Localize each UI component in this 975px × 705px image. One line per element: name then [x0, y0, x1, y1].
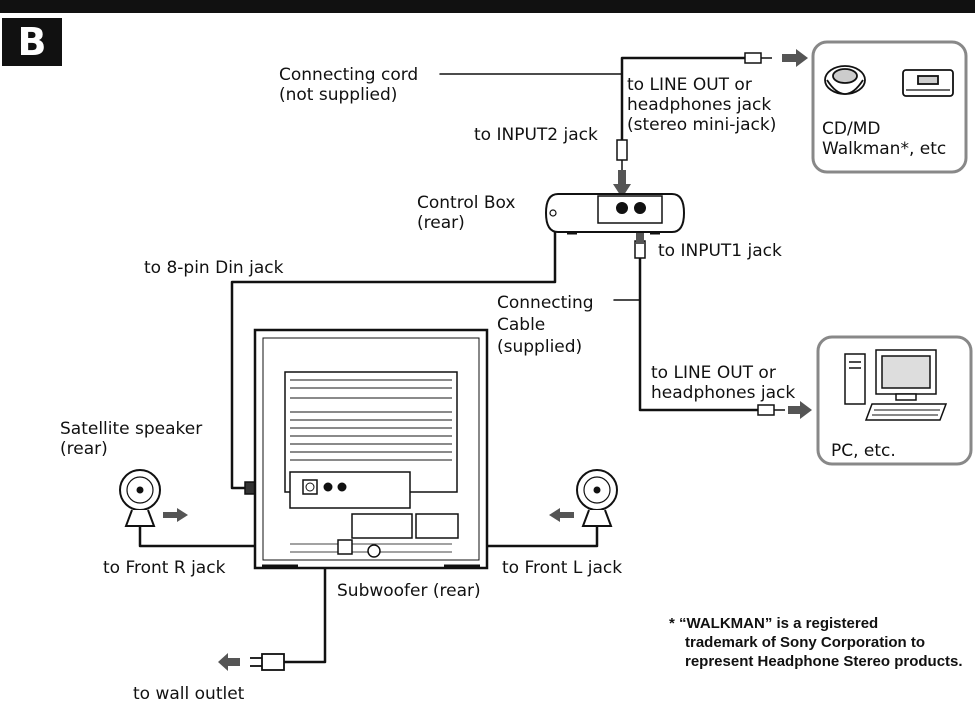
din-cable	[230, 218, 557, 490]
label-control-box: Control Box	[417, 193, 516, 213]
control-box-icon	[544, 193, 686, 235]
label-din-jack: to 8-pin Din jack	[144, 258, 284, 278]
arrow-to-pc-icon	[788, 401, 812, 419]
label-pc: PC, etc.	[831, 441, 896, 461]
arrows	[163, 49, 812, 671]
label-supplied: (supplied)	[497, 337, 583, 357]
label-cable: Cable	[497, 315, 546, 335]
satellite-speaker-r-icon	[119, 469, 161, 527]
label-walkman: Walkman*, etc	[822, 139, 947, 159]
ac-plug-icon	[250, 653, 292, 671]
label-subwoofer: Subwoofer (rear)	[337, 581, 481, 601]
walkman-plug-icon	[744, 52, 762, 64]
connecting-cable	[638, 256, 760, 412]
label-not-supplied: (not supplied)	[279, 85, 398, 105]
top-rule	[0, 0, 975, 13]
pc-icon	[844, 349, 948, 421]
input2-plug-icon	[616, 139, 628, 161]
label-front-r: to Front R jack	[103, 558, 226, 578]
label-stereo-mini-jack: (stereo mini-jack)	[627, 115, 777, 135]
label-front-l: to Front L jack	[502, 558, 623, 578]
label-input2: to INPUT2 jack	[474, 125, 598, 145]
md-player-icon	[902, 69, 954, 97]
label-control-box-rear: (rear)	[417, 213, 465, 233]
walkman-box	[811, 40, 968, 174]
section-badge: B	[2, 18, 62, 66]
label-input1: to INPUT1 jack	[658, 241, 782, 261]
pc-plug-icon	[757, 404, 775, 416]
label-cd-md: CD/MD	[822, 119, 881, 139]
arrow-front-r-icon	[163, 508, 188, 522]
footnote-line-1: * “WALKMAN” is a registered	[669, 615, 879, 632]
label-connecting-cable: Connecting	[497, 293, 594, 313]
satellite-speaker-l-icon	[576, 469, 618, 527]
label-line-out-pc: to LINE OUT or	[651, 363, 776, 383]
footnote-line-3: represent Headphone Stereo products.	[685, 653, 963, 670]
label-headphones-top: headphones jack	[627, 95, 772, 115]
footnote-line-2: trademark of Sony Corporation to	[685, 634, 926, 651]
label-connecting-cord: Connecting cord	[279, 65, 419, 85]
label-satellite-rear: (rear)	[60, 439, 108, 459]
arrow-to-walkman-icon	[782, 49, 808, 67]
cd-player-icon	[824, 65, 866, 95]
label-line-out-top: to LINE OUT or	[627, 75, 752, 95]
subwoofer-icon	[253, 328, 489, 570]
pc-box	[816, 335, 973, 466]
arrow-front-l-icon	[549, 508, 574, 522]
label-headphones-pc: headphones jack	[651, 383, 796, 403]
label-wall-outlet: to wall outlet	[133, 684, 245, 704]
connecting-cord	[620, 56, 747, 142]
label-satellite-speaker: Satellite speaker	[60, 419, 203, 439]
arrow-wall-outlet-icon	[218, 653, 240, 671]
arrow-input2-icon	[613, 170, 631, 198]
